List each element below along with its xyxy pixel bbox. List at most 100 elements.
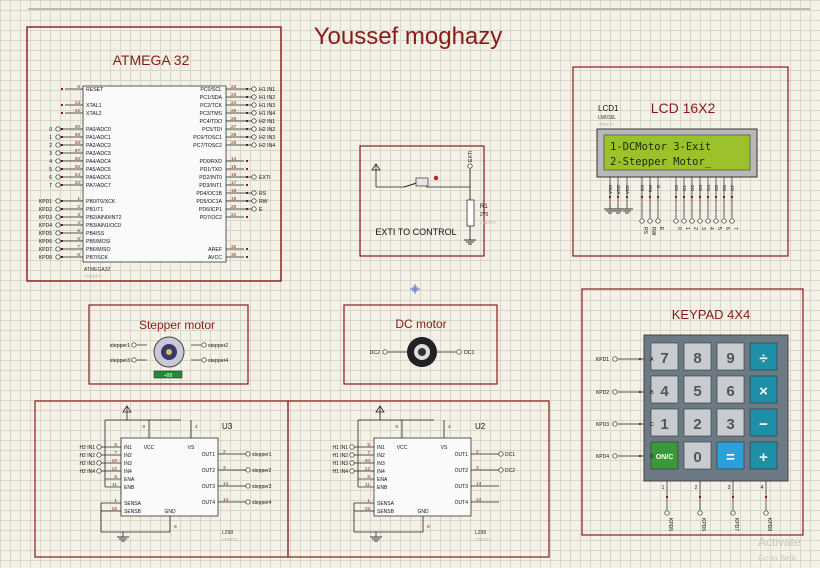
u3-pin-name: SENSA (124, 501, 142, 507)
keypad-terminal (612, 421, 618, 427)
mcu-pin-number: 21 (231, 212, 237, 218)
mcu-pin-name: PA6/ADC6 (86, 175, 111, 181)
keypad-key-label: 2 (693, 416, 701, 433)
u3-pin-name: IN3 (124, 461, 132, 467)
lcd-pin-label: D3 (698, 185, 703, 191)
mcu-pin-name: PB7/SCK (86, 255, 108, 261)
mcu-net-label: 4 (49, 159, 52, 165)
keypad-key (749, 375, 778, 404)
exti-label: EXTI TO CONTROL (375, 227, 456, 237)
mcu-pin-name: PD1/TXD (200, 167, 222, 173)
mcu-terminal (251, 174, 257, 180)
keypad-terminal (612, 389, 618, 395)
u2-in-terminal (349, 444, 355, 450)
mcu-net-label: 2 (49, 143, 52, 149)
pin-marker (639, 358, 641, 360)
u3-in-net: H2 IN1 (79, 445, 95, 451)
u3-vs-pin: 4 (195, 424, 198, 430)
u2-pin-name: IN1 (377, 445, 385, 451)
stepper-motor-shaft (166, 349, 172, 355)
pin-marker (246, 248, 248, 250)
mcu-terminal (55, 166, 61, 172)
lcd-terminal (705, 218, 711, 224)
u3-pin-name: SENSB (124, 509, 142, 515)
u2-pin-name: OUT1 (455, 452, 469, 458)
u2-pin-name: OUT2 (455, 468, 469, 474)
lcd-pin-label: VDD (616, 184, 621, 194)
mcu-pin-number: 22 (231, 84, 237, 90)
u2-pin-name: ENB (377, 485, 388, 491)
mcu-pin-name: PC6/TOSC1 (193, 135, 222, 141)
mcu-terminal (251, 102, 257, 108)
stepper-pin-label: stepper1 (110, 343, 130, 349)
u3-out-terminal (245, 483, 251, 489)
mcu-pin-number: 15 (231, 164, 237, 170)
u3-gnd-pin: 8 (174, 524, 177, 530)
u2-gnd-pin: 8 (427, 524, 430, 530)
u3-in-terminal (96, 444, 102, 450)
windows-watermark: Activate (758, 535, 801, 549)
keypad-terminal (730, 510, 736, 516)
exti-power (371, 163, 381, 171)
keypad-terminal (612, 356, 618, 362)
u3-in-net: H2 IN4 (79, 469, 95, 475)
keypad-col-net: KPD7 (733, 518, 739, 531)
u3-pin-number: 3 (223, 465, 226, 471)
keypad-key-label: = (726, 449, 735, 466)
stepper-frame (88, 304, 249, 385)
mcu-pin-number: 40 (75, 124, 81, 130)
keypad-row-net: KPD1 (596, 357, 609, 363)
keypad-key-label: 5 (693, 383, 701, 400)
lcd-frame (572, 66, 789, 257)
u2-pin-name: IN3 (377, 461, 385, 467)
lcd-terminal (655, 218, 661, 224)
mcu-pin-name: PB4/SS (86, 231, 105, 237)
mcu-pin-name: PB0/T0/XCK (86, 199, 116, 205)
lcd-net-label: 0 (676, 227, 682, 230)
u3-pin-number: 2 (223, 449, 226, 455)
mcu-terminal (251, 142, 257, 148)
resistor-r1 (466, 199, 475, 227)
mcu-pin-number: 14 (231, 156, 237, 162)
mcu-pin-number: 38 (75, 140, 81, 146)
pin-marker (666, 496, 668, 498)
resistor-value: 270 (480, 212, 489, 218)
lcd-terminal (639, 218, 645, 224)
lcd-net-label: 5 (716, 227, 722, 230)
lcd-text-tag: <TEXT> (598, 122, 614, 127)
atmega32-chip (82, 85, 227, 263)
mcu-pin-name: XTAL1 (86, 103, 102, 109)
lcd-pin-label: E (656, 185, 661, 188)
dc-pin-label: DC2 (370, 350, 380, 356)
mcu-pin-name: PB3/AIN1/OC0 (86, 223, 121, 229)
keypad-terminal (763, 510, 769, 516)
u2-pin-number: 5 (367, 442, 370, 448)
pin-marker (649, 196, 651, 198)
u3-gnd: GND (164, 509, 176, 515)
mcu-net-label: 1 (49, 135, 52, 141)
mcu-terminal (55, 254, 61, 260)
mcu-pin-number: 32 (231, 244, 237, 250)
keypad-terminal (664, 510, 670, 516)
u3-pin-name: IN4 (124, 469, 132, 475)
u3-pin-number: 13 (223, 481, 229, 487)
mcu-pin-name: XTAL2 (86, 111, 102, 117)
u2-vcc: VCC (397, 445, 408, 451)
lcd-net-label: 7 (732, 227, 738, 230)
u2-pin-number: 3 (476, 465, 479, 471)
u3-out-net: stepper3 (252, 484, 272, 490)
mcu-net-label: KPD4 (39, 223, 52, 229)
keypad-col-num: 3 (728, 485, 731, 491)
keypad-key (650, 408, 679, 437)
button-indicator (433, 175, 439, 181)
lcd-net-label: 4 (708, 227, 714, 230)
keypad-key-label: ON/C (656, 454, 674, 461)
u2-in-net: H1 IN2 (332, 453, 348, 459)
lcd-terminal (721, 218, 727, 224)
u2-in-net: H1 IN3 (332, 461, 348, 467)
exti-terminal (467, 163, 473, 169)
mcu-pin-number: 7 (77, 244, 80, 250)
lcd-pin-label: D1 (682, 185, 687, 191)
schematic-title: Youssef moghazy (314, 23, 503, 50)
mcu-net-label: KPD7 (39, 247, 52, 253)
